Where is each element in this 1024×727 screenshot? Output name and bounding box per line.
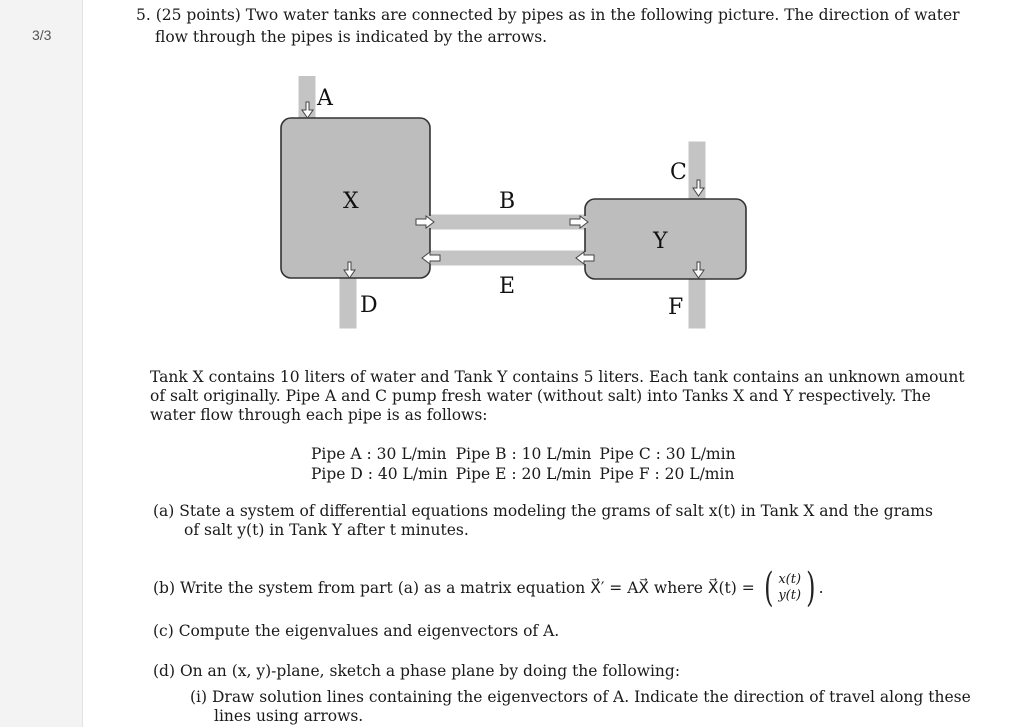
arrow-e-left-2	[575, 251, 595, 265]
part-d-i-line2: lines using arrows.	[214, 707, 364, 725]
label-pipe-d: D	[360, 293, 378, 318]
description-line2: of salt originally. Pipe A and C pump fr…	[150, 387, 931, 405]
flow-rate-cell: Pipe C : 30 L/min	[599, 445, 736, 463]
arrow-e-left-1	[421, 251, 441, 265]
arrow-f-down	[692, 261, 705, 279]
right-paren: )	[806, 565, 816, 611]
arrow-b-right-2	[569, 215, 589, 229]
arrow-d-down	[343, 261, 356, 279]
column-vector: ( x(t) y(t) )	[761, 568, 819, 608]
pipe-f	[688, 275, 706, 329]
label-pipe-b: B	[499, 189, 515, 214]
flow-rates-row: Pipe D : 40 L/min Pipe E : 20 L/min Pipe…	[311, 464, 744, 484]
tank-diagram: A X B C Y E D F	[270, 75, 760, 336]
page-sidebar	[0, 0, 83, 727]
page-indicator: 3/3	[32, 27, 52, 43]
label-pipe-f: F	[668, 295, 683, 320]
arrow-a-down	[301, 101, 314, 119]
arrow-b-right-1	[415, 215, 435, 229]
left-paren: (	[763, 565, 774, 611]
label-pipe-e: E	[499, 274, 515, 299]
tank-y	[584, 198, 747, 280]
part-d: (d) On an (x, y)-plane, sketch a phase p…	[153, 662, 681, 680]
label-pipe-a: A	[316, 86, 334, 111]
description-line1: Tank X contains 10 liters of water and T…	[150, 368, 965, 386]
part-b: (b) Write the system from part (a) as a …	[153, 568, 824, 608]
flow-rates-row: Pipe A : 30 L/min Pipe B : 10 L/min Pipe…	[311, 444, 744, 464]
flow-rate-cell: Pipe F : 20 L/min	[599, 465, 735, 483]
part-d-i-line1: (i) Draw solution lines containing the e…	[190, 688, 971, 706]
pipe-d	[339, 275, 357, 329]
pipe-b	[429, 214, 587, 230]
vector-entry-bottom: y(t)	[778, 588, 802, 603]
label-tank-y: Y	[652, 229, 668, 254]
tank-x	[280, 117, 431, 279]
flow-rates-table: Pipe A : 30 L/min Pipe B : 10 L/min Pipe…	[311, 444, 744, 484]
description-line3: water flow through each pipe is as follo…	[150, 406, 488, 424]
part-a-line1: (a) State a system of differential equat…	[153, 502, 933, 520]
problem-header-line1: 5. (25 points) Two water tanks are conne…	[136, 6, 960, 24]
part-b-text: (b) Write the system from part (a) as a …	[153, 578, 755, 597]
label-tank-x: X	[343, 189, 359, 214]
problem-header-line2: flow through the pipes is indicated by t…	[155, 28, 548, 46]
tank-diagram-svg: A X B C Y E D F	[280, 75, 747, 329]
part-b-end: .	[818, 578, 824, 597]
part-c: (c) Compute the eigenvalues and eigenvec…	[153, 622, 560, 640]
flow-rate-cell: Pipe A : 30 L/min	[311, 445, 447, 463]
flow-rate-cell: Pipe E : 20 L/min	[455, 465, 592, 483]
flow-rate-cell: Pipe B : 10 L/min	[455, 445, 592, 463]
part-a-line2: of salt y(t) in Tank Y after t minutes.	[184, 521, 469, 539]
flow-rate-cell: Pipe D : 40 L/min	[311, 465, 448, 483]
vector-entry-top: x(t)	[778, 572, 802, 587]
label-pipe-c: C	[670, 160, 687, 185]
arrow-c-down	[692, 179, 705, 197]
pipe-e	[429, 250, 587, 266]
vector-entries: x(t) y(t)	[778, 572, 801, 604]
